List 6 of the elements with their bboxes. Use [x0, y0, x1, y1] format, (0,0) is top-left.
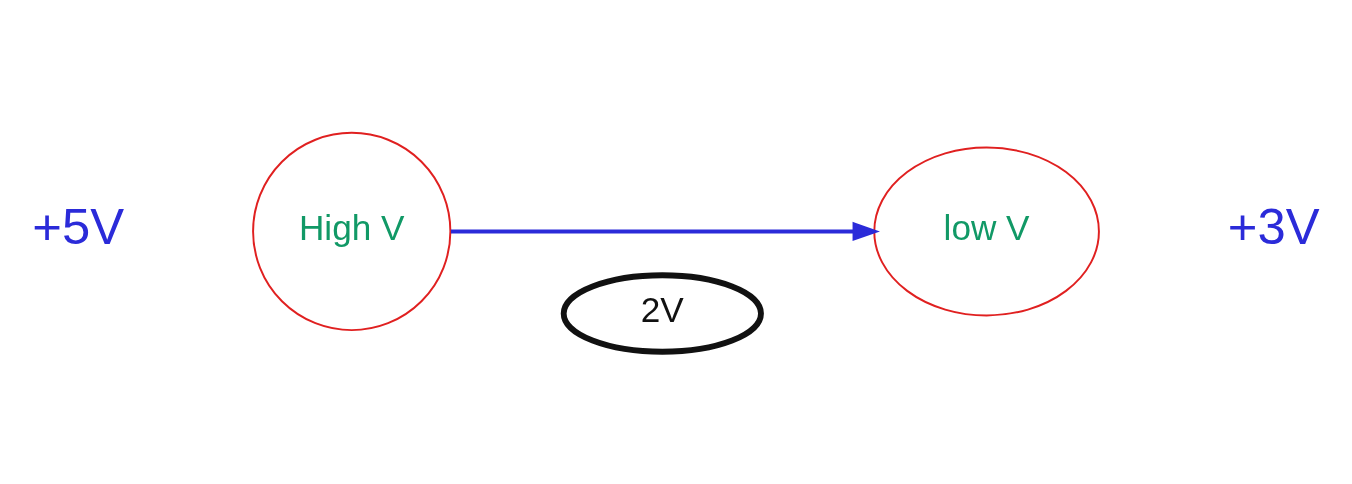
node-ellipse: low V	[873, 146, 1100, 316]
node-circle: High V	[252, 131, 452, 331]
arrow	[450, 221, 880, 241]
node-label: +5V	[32, 197, 125, 255]
node-ellipse: 2V	[560, 271, 764, 355]
node-label: +3V	[1227, 197, 1320, 255]
